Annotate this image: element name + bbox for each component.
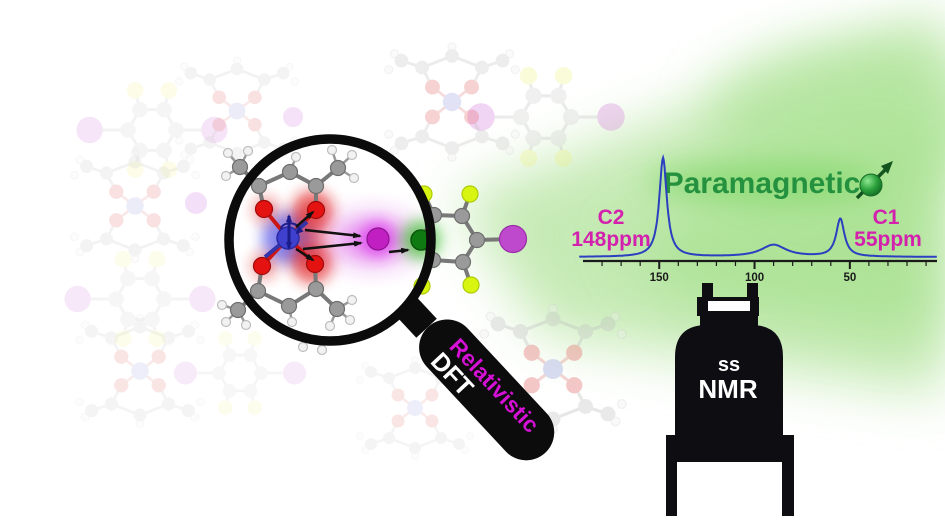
spectrum-line (579, 153, 937, 258)
bg-iodine-atom (283, 107, 303, 127)
magnet-prong-left (702, 283, 713, 305)
magnet-label-nmr: NMR (698, 374, 757, 404)
magnet-leg-left (666, 435, 677, 516)
magnet-prong-right (747, 283, 758, 305)
magnet-label-ss: ss (718, 354, 740, 376)
carbon-atoms (229, 158, 486, 319)
electron-spin-icon (855, 161, 893, 200)
polarization-arrows (295, 210, 410, 262)
magnifier-lens (224, 134, 436, 346)
axis-tick-label: 100 (745, 272, 764, 284)
nmr-magnet: ss NMR (666, 283, 794, 516)
heading-glow (647, 160, 877, 204)
axis-tick-label: 50 (843, 272, 856, 284)
axis-ticks: 150 100 50 (601, 262, 927, 284)
hydrogen-atoms (216, 144, 360, 356)
magnet-neck (700, 312, 758, 328)
bg-iodine-atom (185, 192, 207, 214)
nmr-spectrum: Paramagnetic 150 100 50 C2 148ppm C1 55ppm (571, 153, 937, 284)
magnet-body (675, 325, 783, 462)
peak-label-c2: C2 (598, 206, 625, 229)
axis-tick-label: 150 (650, 272, 669, 284)
outer-iodine-atom (498, 224, 528, 254)
peak-label-c1-shift: 55ppm (854, 228, 922, 251)
peak-label-c1: C1 (873, 206, 900, 229)
magnifier-collar (397, 298, 437, 338)
paramagnetic-heading: Paramagnetic (664, 167, 861, 200)
magnet-leg-right (782, 435, 794, 516)
spin-arrow-icon (280, 214, 304, 250)
green-beam (455, 10, 945, 395)
background-lattice (62, 41, 628, 461)
magnet-frame-hole (708, 301, 750, 311)
peak-label-c2-shift: 148ppm (571, 228, 650, 251)
iodine-atom (366, 227, 390, 251)
